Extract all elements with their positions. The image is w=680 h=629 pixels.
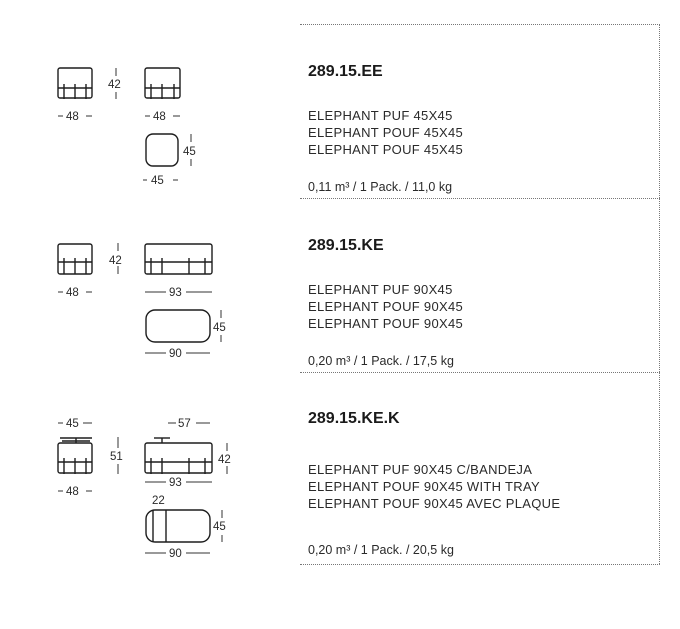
drawing-p1-top	[145, 133, 179, 167]
dim-p2-front-width: 93	[145, 287, 212, 299]
product-name-en: ELEPHANT POUF 90X45	[308, 299, 464, 314]
product-names: ELEPHANT PUF 90X45 C/BANDEJA ELEPHANT PO…	[308, 461, 560, 512]
technical-drawings: 42 48 48 45 45	[57, 67, 231, 560]
product-code: 289.15.EE	[308, 63, 383, 80]
dim-p2-side-width: 48	[58, 287, 92, 299]
product-entry: 289.15.EE ELEPHANT PUF 45X45 ELEPHANT PO…	[300, 25, 660, 199]
product-names: ELEPHANT PUF 45X45 ELEPHANT POUF 45X45 E…	[308, 107, 463, 158]
dim-p1-front-width: 48	[145, 111, 180, 123]
dim-p1-top-width: 45	[143, 175, 178, 187]
dim-label: 42	[218, 454, 231, 466]
dim-label: 48	[153, 111, 166, 123]
drawing-p1-front	[144, 67, 181, 99]
dim-p3-top-width: 90	[145, 548, 210, 560]
dim-label: 42	[109, 255, 122, 267]
dim-p3-tray-size: 22	[152, 495, 165, 507]
dim-label: 45	[213, 322, 226, 334]
product-list: 289.15.EE ELEPHANT PUF 45X45 ELEPHANT PO…	[300, 24, 660, 565]
dim-label: 90	[169, 348, 182, 360]
dim-label: 45	[213, 521, 226, 533]
product-spec: 0,20 m³ / 1 Pack. / 20,5 kg	[308, 543, 454, 557]
product-name-es: ELEPHANT PUF 90X45 C/BANDEJA	[308, 462, 533, 477]
dim-p3-top-depth: 45	[213, 510, 226, 542]
dim-label: 48	[66, 486, 79, 498]
drawing-p3-top	[145, 509, 211, 543]
product-name-fr: ELEPHANT POUF 90X45 AVEC PLAQUE	[308, 496, 561, 511]
product-code: 289.15.KE	[308, 237, 384, 254]
dim-p3-total-height: 51	[110, 437, 123, 474]
drawing-p2-front	[144, 243, 213, 275]
dim-label: 22	[152, 495, 165, 507]
product-name-fr: ELEPHANT POUF 45X45	[308, 142, 464, 157]
drawing-p2-side	[57, 243, 93, 275]
dim-label: 42	[108, 79, 121, 91]
product-name-es: ELEPHANT PUF 45X45	[308, 108, 453, 123]
product-entry: 289.15.KE ELEPHANT PUF 90X45 ELEPHANT PO…	[300, 199, 660, 373]
dim-p2-height: 42	[109, 243, 122, 274]
product-name-es: ELEPHANT PUF 90X45	[308, 282, 453, 297]
product-name-en: ELEPHANT POUF 45X45	[308, 125, 464, 140]
dim-label: 51	[110, 451, 123, 463]
dim-p3-tray-offset: 57	[168, 418, 210, 430]
product-entry: 289.15.KE.K ELEPHANT PUF 90X45 C/BANDEJA…	[300, 373, 660, 565]
dim-p3-side-width: 48	[58, 486, 92, 498]
dim-p3-height: 42	[218, 443, 231, 474]
product-names: ELEPHANT PUF 90X45 ELEPHANT POUF 90X45 E…	[308, 281, 463, 332]
dim-label: 90	[169, 548, 182, 560]
product-name-fr: ELEPHANT POUF 90X45	[308, 316, 464, 331]
dim-p2-top-width: 90	[145, 348, 210, 360]
drawing-p2-top	[145, 309, 211, 343]
dim-label: 45	[66, 418, 79, 430]
dim-label: 57	[178, 418, 191, 430]
dim-label: 48	[66, 111, 79, 123]
dim-p2-top-depth: 45	[213, 310, 226, 342]
dim-p1-height: 42	[108, 68, 121, 99]
drawing-p1-side	[57, 67, 93, 99]
dim-label: 45	[183, 146, 196, 158]
dim-p3-tray-width: 45	[58, 418, 92, 430]
product-spec: 0,11 m³ / 1 Pack. / 11,0 kg	[308, 180, 453, 194]
dim-p3-front-width: 93	[145, 477, 212, 489]
product-code: 289.15.KE.K	[308, 410, 400, 427]
product-name-en: ELEPHANT POUF 90X45 WITH TRAY	[308, 479, 540, 494]
dim-p1-side-width: 48	[58, 111, 92, 123]
drawing-p3-side	[57, 437, 93, 474]
dim-label: 93	[169, 477, 182, 489]
dim-label: 48	[66, 287, 79, 299]
dim-label: 93	[169, 287, 182, 299]
product-spec: 0,20 m³ / 1 Pack. / 17,5 kg	[308, 354, 454, 368]
dim-label: 45	[151, 175, 164, 187]
dim-p1-top-depth: 45	[183, 134, 196, 166]
drawing-p3-front	[144, 437, 213, 474]
